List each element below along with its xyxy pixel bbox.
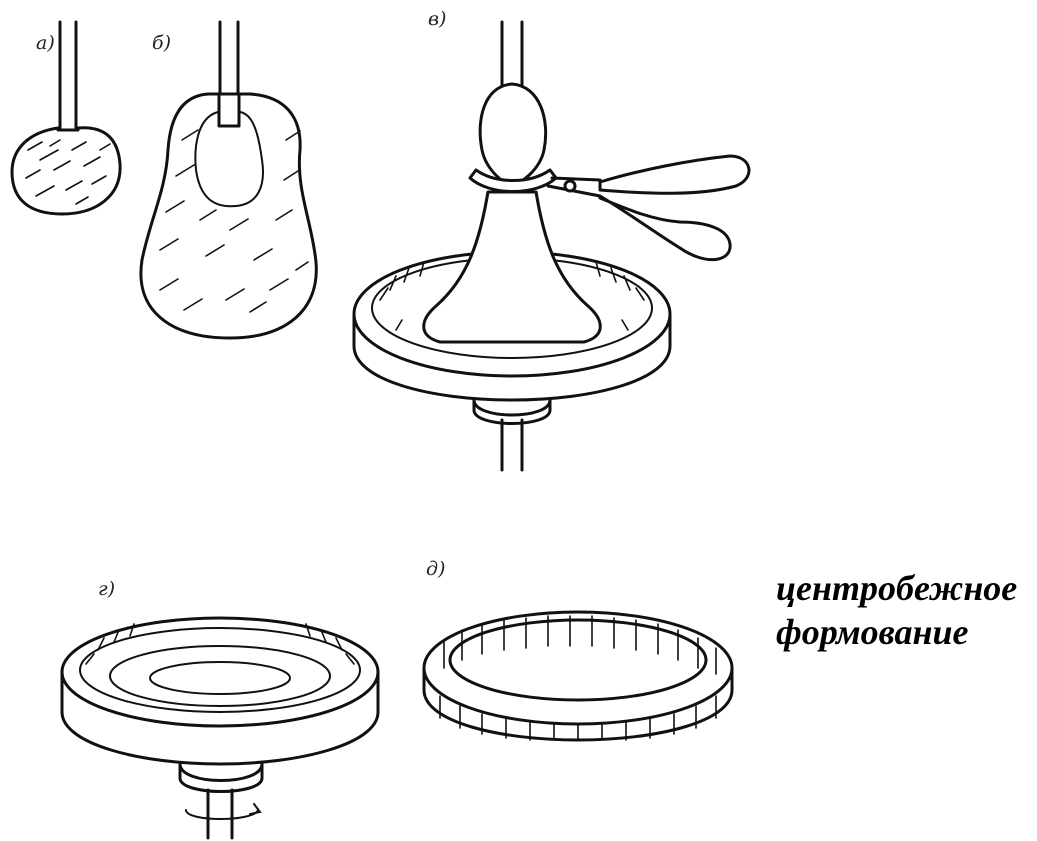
label-stage-a: а) xyxy=(36,32,55,54)
label-stage-g: г) xyxy=(98,578,115,600)
stage-v-mould-and-shears xyxy=(354,22,749,470)
label-stage-d: д) xyxy=(426,558,445,580)
caption-line-1: центробежное xyxy=(776,566,1017,610)
stage-b-parison xyxy=(141,22,316,338)
label-stage-v: в) xyxy=(428,8,446,30)
caption-line-2: формование xyxy=(776,610,1017,654)
label-stage-b: б) xyxy=(152,32,171,54)
stage-g-formed-in-mould xyxy=(62,618,378,838)
caption: центробежное формование xyxy=(776,566,1017,654)
stage-d-finished-ring xyxy=(424,612,732,740)
stage-a-gob xyxy=(12,22,120,214)
